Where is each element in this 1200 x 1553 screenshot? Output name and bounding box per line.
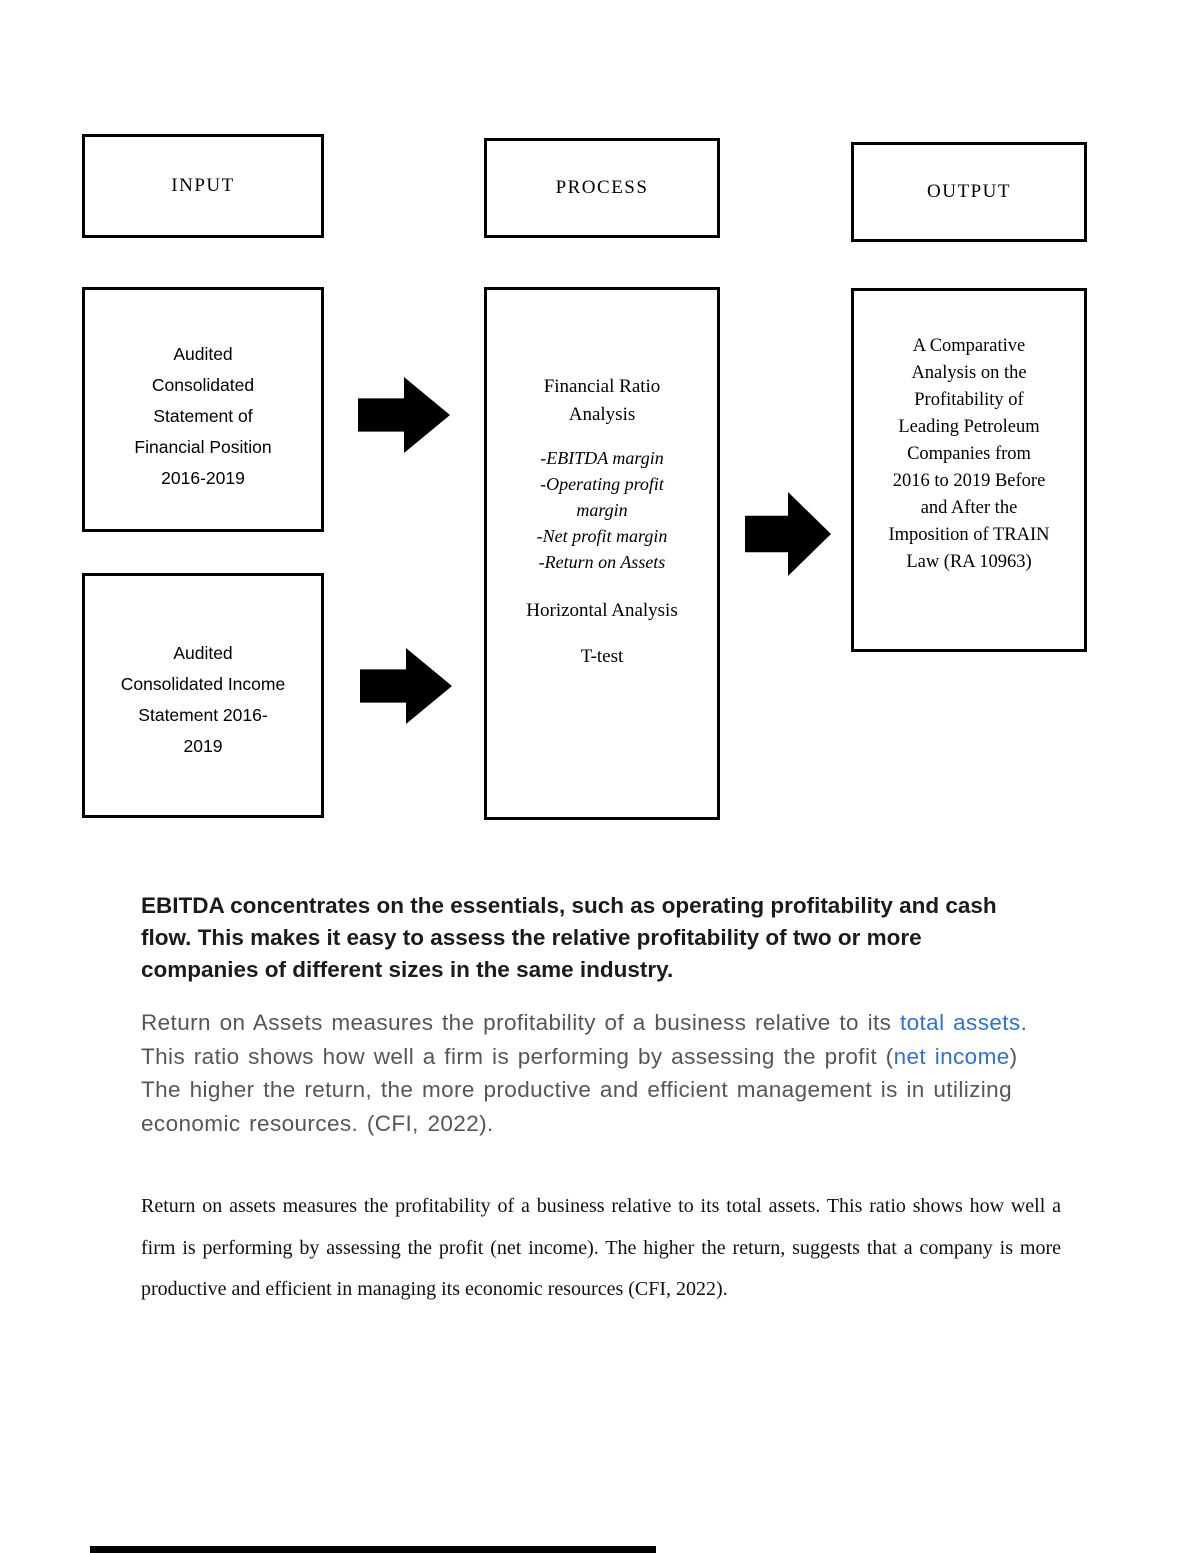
output-box: A Comparative Analysis on the Profitabil… bbox=[851, 288, 1087, 652]
input-box-financial-position-text: Audited Consolidated Statement of Financ… bbox=[134, 344, 272, 488]
arrow-shape bbox=[358, 377, 450, 453]
ebitda-paragraph: EBITDA concentrates on the essentials, s… bbox=[141, 893, 997, 982]
process-box-title: Financial Ratio Analysis bbox=[543, 376, 661, 425]
arrow-shape bbox=[745, 492, 831, 576]
roa-web-text-2: . This ratio shows how well a firm is pe… bbox=[141, 1010, 1028, 1069]
arrow-input1-to-process-icon bbox=[358, 377, 450, 453]
output-box-text: A Comparative Analysis on the Profitabil… bbox=[888, 336, 1050, 572]
input-header-label: INPUT bbox=[171, 175, 235, 196]
total-assets-link[interactable]: total assets bbox=[899, 1010, 1021, 1035]
process-box-ratio-list: -EBITDA margin -Operating profit margin … bbox=[536, 448, 668, 572]
process-header-label: PROCESS bbox=[555, 177, 649, 198]
output-header-box: OUTPUT bbox=[851, 142, 1087, 242]
input-box-income-statement-text: Audited Consolidated Income Statement 20… bbox=[120, 643, 286, 756]
roa-web-text-1: Return on Assets measures the profitabil… bbox=[141, 1010, 900, 1035]
arrow-input2-to-process-icon bbox=[360, 648, 452, 724]
page-bottom-rule bbox=[90, 1546, 656, 1553]
roa-web-text-3: ) The higher the return, the more produc… bbox=[141, 1043, 1018, 1136]
roa-serif-paragraph: Return on assets measures the profitabil… bbox=[141, 1195, 1061, 1300]
process-box-t-test: T-test bbox=[580, 646, 624, 667]
output-header-label: OUTPUT bbox=[927, 181, 1011, 202]
input-header-box: INPUT bbox=[82, 134, 324, 238]
roa-web-paragraph: Return on Assets measures the profitabil… bbox=[141, 1006, 1046, 1140]
input-box-income-statement: Audited Consolidated Income Statement 20… bbox=[82, 573, 324, 818]
arrow-process-to-output-icon bbox=[745, 492, 831, 576]
input-box-financial-position: Audited Consolidated Statement of Financ… bbox=[82, 287, 324, 532]
process-box-horizontal-analysis: Horizontal Analysis bbox=[526, 600, 678, 621]
process-header-box: PROCESS bbox=[484, 138, 720, 238]
arrow-shape bbox=[360, 648, 452, 724]
process-box: Financial Ratio Analysis -EBITDA margin … bbox=[484, 287, 720, 820]
net-income-link[interactable]: net income bbox=[893, 1043, 1010, 1069]
